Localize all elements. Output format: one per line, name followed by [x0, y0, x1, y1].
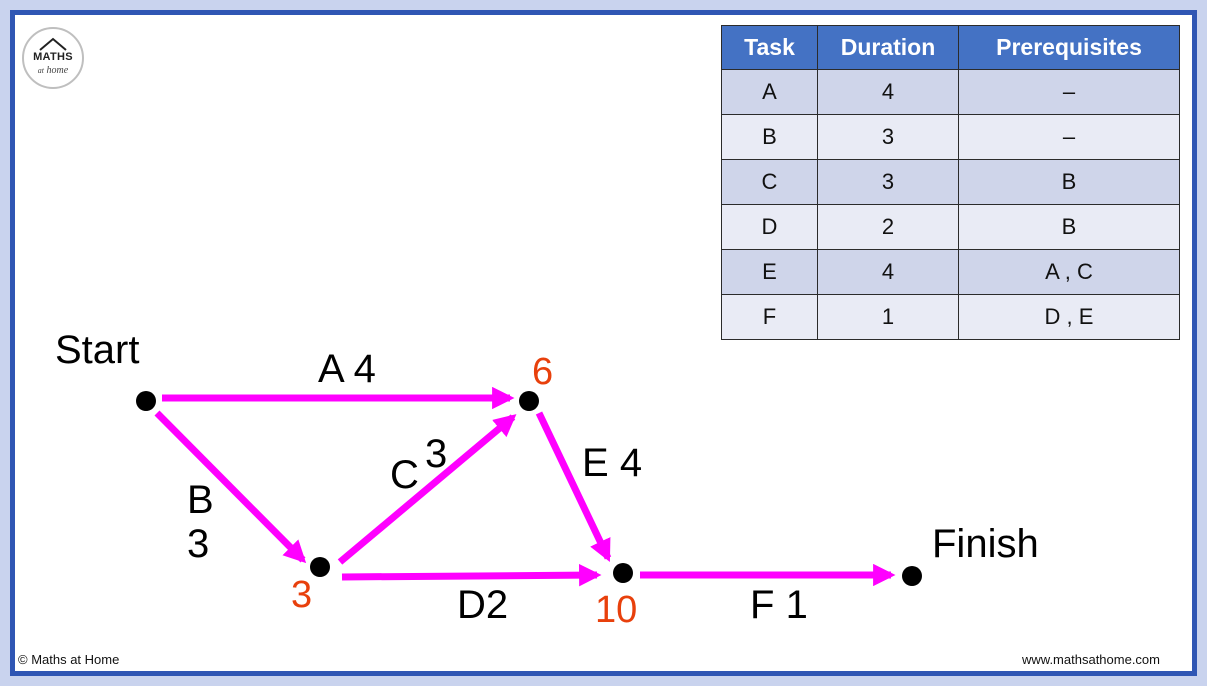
- edge-c-task: C: [390, 453, 419, 497]
- table-row: D 2 B: [721, 204, 1180, 250]
- edge-d-task: D: [457, 583, 486, 627]
- edge-a-label: A 4: [318, 347, 376, 392]
- earliest-time-node-3: 6: [532, 351, 554, 393]
- table-row: B 3 –: [721, 114, 1180, 160]
- website-text: www.mathsathome.com: [1022, 652, 1160, 667]
- edge-a-duration: 4: [353, 347, 376, 391]
- cell-task: F: [721, 294, 818, 340]
- cell-duration: 2: [817, 204, 959, 250]
- table-row: F 1 D , E: [721, 294, 1180, 340]
- edge-e-task: E: [582, 441, 609, 485]
- edge-f-task: F: [750, 583, 775, 627]
- edge-f-label: F 1: [750, 583, 808, 628]
- node-2: [310, 557, 330, 577]
- cell-task: A: [721, 69, 818, 115]
- house-roof-icon: [39, 37, 67, 51]
- edge-c-duration: 3: [425, 432, 448, 476]
- cell-prerequisites: D , E: [958, 294, 1180, 340]
- cell-prerequisites: –: [958, 69, 1180, 115]
- edge-a-task: A: [318, 347, 343, 391]
- logo-text-at: at: [37, 66, 45, 75]
- edge-b-duration: 3: [187, 522, 210, 566]
- copyright-text: © Maths at Home: [18, 652, 120, 667]
- finish-label: Finish: [932, 522, 1039, 566]
- cell-prerequisites: –: [958, 114, 1180, 160]
- edge-e-arrow: [535, 411, 612, 563]
- cell-duration: 3: [817, 159, 959, 205]
- edge-d-label: D2: [457, 583, 508, 628]
- edge-b-arrow: [154, 410, 307, 564]
- table-row: A 4 –: [721, 69, 1180, 115]
- edge-f-duration: 1: [785, 583, 808, 627]
- header-prerequisites: Prerequisites: [958, 25, 1180, 70]
- task-table: Task Duration Prerequisites A 4 – B 3 – …: [721, 25, 1180, 340]
- header-duration: Duration: [817, 25, 959, 70]
- logo-text-maths: MATHS: [33, 51, 73, 63]
- cell-prerequisites: B: [958, 204, 1180, 250]
- table-header-row: Task Duration Prerequisites: [721, 25, 1180, 70]
- edge-e-label: E 4: [582, 441, 642, 486]
- earliest-time-node-2: 3: [291, 574, 313, 616]
- edge-e-duration: 4: [619, 441, 643, 485]
- edge-b-task: B: [187, 478, 214, 522]
- logo-text-home-word: home: [46, 65, 69, 76]
- edge-c-arrow: [337, 414, 517, 565]
- start-label: Start: [55, 328, 140, 372]
- header-task: Task: [721, 25, 818, 70]
- cell-task: C: [721, 159, 818, 205]
- node-finish: [902, 566, 922, 586]
- edge-d-arrow: [341, 563, 602, 587]
- cell-task: B: [721, 114, 818, 160]
- node-start: [136, 391, 156, 411]
- node-3: [519, 391, 539, 411]
- node-4: [613, 563, 633, 583]
- edge-d-duration: 2: [485, 583, 509, 627]
- cell-duration: 4: [817, 249, 959, 295]
- logo-text-home: at home: [24, 65, 82, 76]
- maths-at-home-logo: MATHS at home: [22, 27, 84, 89]
- earliest-time-node-4: 10: [595, 589, 638, 631]
- cell-task: E: [721, 249, 818, 295]
- cell-duration: 1: [817, 294, 959, 340]
